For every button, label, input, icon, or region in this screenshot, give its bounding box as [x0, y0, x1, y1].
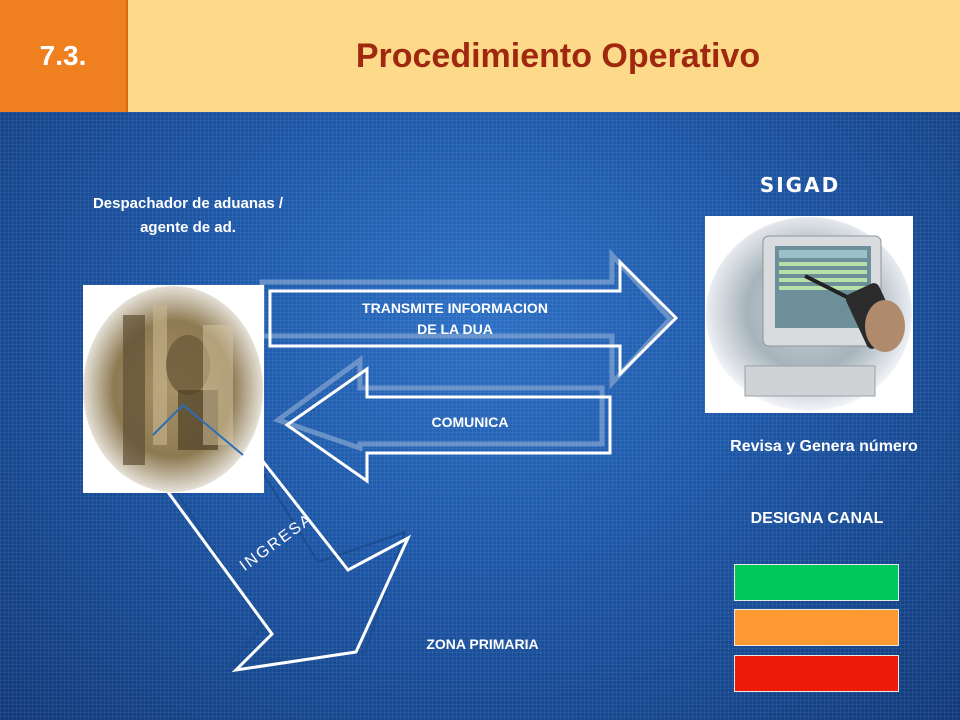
channel-orange	[734, 609, 899, 646]
transmit-arrow	[268, 258, 679, 378]
sigad-computer-photo	[705, 216, 913, 413]
customs-agent-photo	[83, 285, 264, 493]
system-label: SIGAD	[759, 173, 841, 197]
channel-green	[734, 564, 899, 601]
communicate-arrow	[284, 366, 612, 484]
header-bar: 7.3. Procedimiento Operativo	[0, 0, 960, 112]
primary-zone-label: ZONA PRIMARIA	[426, 636, 539, 652]
communicate-label: COMUNICA	[431, 414, 509, 430]
transmit-label: TRANSMITE INFORMACION DE LA DUA	[300, 298, 610, 340]
transmit-label-line1: TRANSMITE INFORMACION	[362, 300, 548, 316]
page-title: Procedimiento Operativo	[355, 36, 761, 75]
computer-image	[706, 217, 912, 411]
agent-label: Despachador de aduanas / agente de ad.	[58, 192, 318, 240]
channel-red	[734, 655, 899, 692]
assign-channel-label: DESIGNA CANAL	[750, 510, 884, 527]
customs-agent-image	[83, 286, 263, 492]
review-label: Revisa y Genera número	[730, 438, 918, 455]
section-number: 7.3.	[0, 0, 128, 112]
agent-label-line1: Despachador de aduanas /	[92, 195, 284, 212]
communicate-arrow-shadow	[272, 355, 605, 452]
agent-label-line2: agente de ad.	[140, 219, 236, 236]
transmit-label-line2: DE LA DUA	[417, 321, 493, 337]
